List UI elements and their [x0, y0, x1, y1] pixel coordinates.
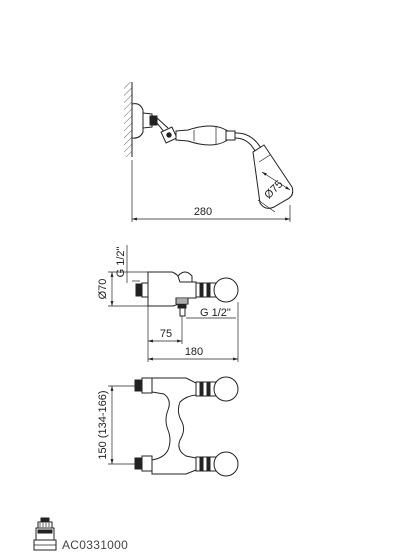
handshower-side-view: Ø75 280 [124, 82, 294, 222]
product-code: AC0331000 [62, 538, 129, 552]
wall-hatch [124, 82, 132, 157]
thread-bottom-label: G 1/2" [200, 307, 231, 319]
thread-side-label: G 1/2" [115, 247, 127, 278]
mixer-side-view: Ø70 G 1/2" G 1/2" 75 180 [97, 245, 239, 362]
mixer-top-view: 150 (134-166) [97, 376, 239, 477]
body-height-label: Ø70 [97, 279, 109, 300]
depth-total-label: 180 [185, 346, 203, 358]
depth-inner-label: 75 [160, 328, 172, 340]
centers-label: 150 (134-166) [97, 390, 109, 459]
width-label: 280 [194, 206, 212, 218]
cartridge-icon [33, 517, 57, 551]
